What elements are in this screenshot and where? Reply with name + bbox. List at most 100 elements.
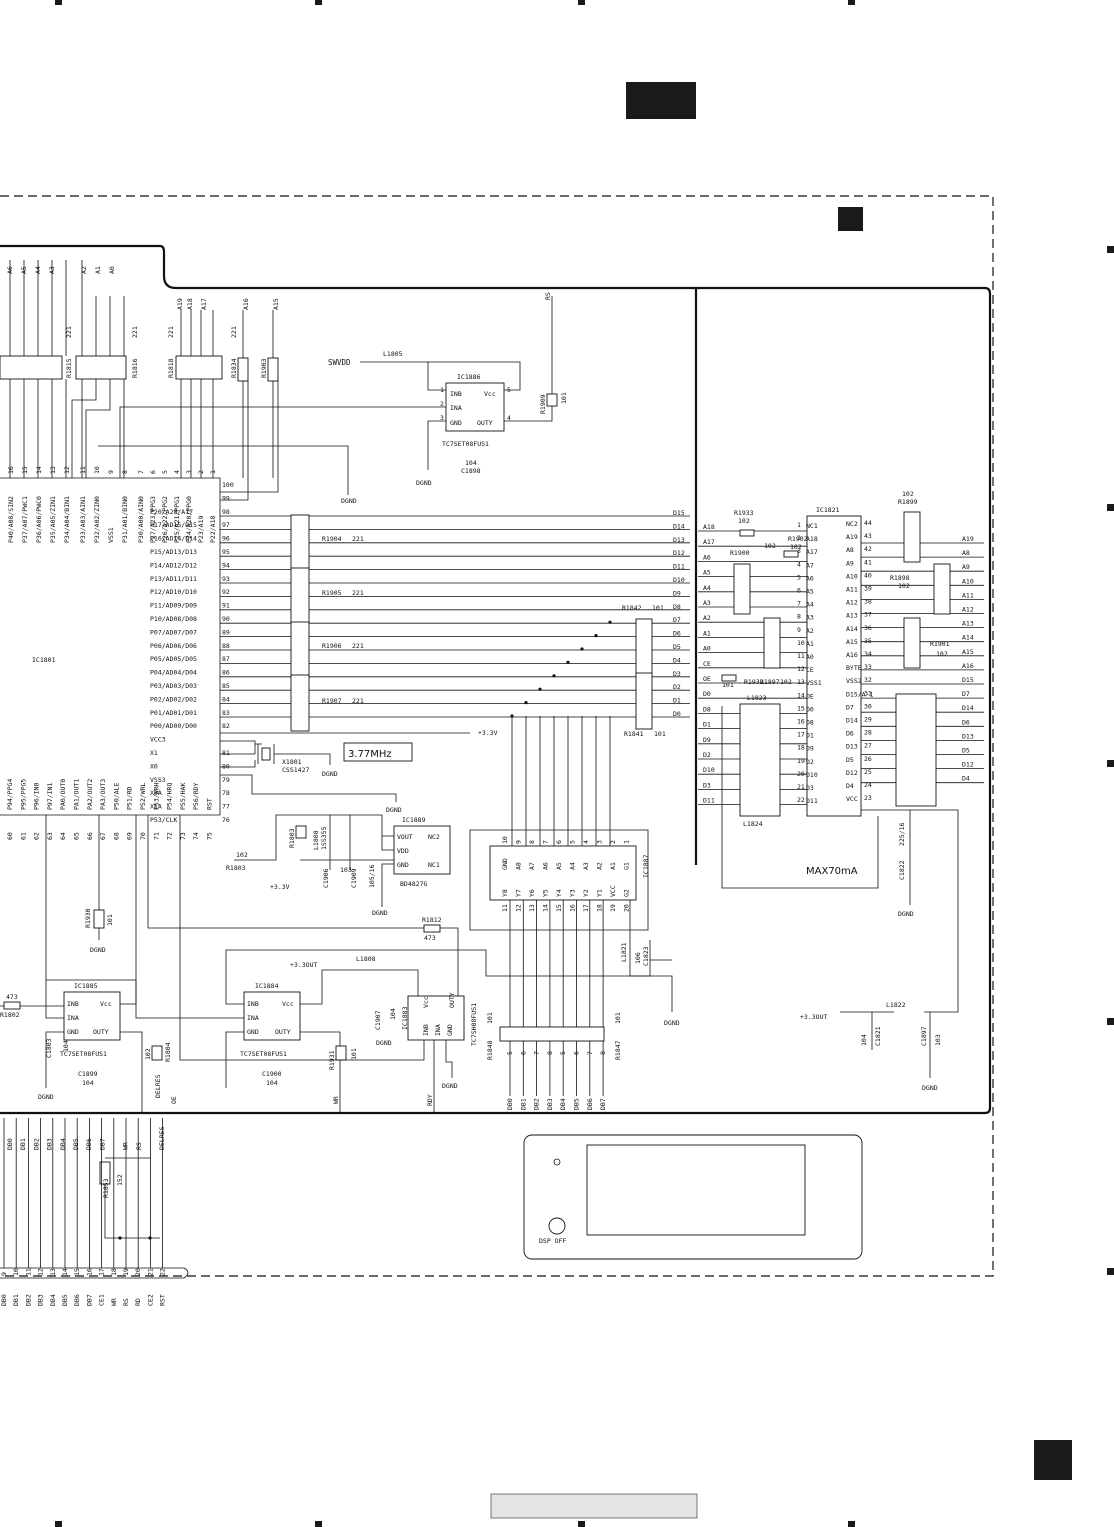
flash-pin-number: 30 [864,702,872,710]
flash-pin-number: 4 [797,560,801,568]
svg-text:L1823: L1823 [747,694,767,702]
mcu-pin-number: 99 [222,494,230,502]
mcu-pin-number: 89 [222,628,230,636]
svg-text:L1808: L1808 [356,955,376,963]
mcu-pin-number: 9 [107,470,115,474]
svg-text:225/16: 225/16 [898,822,906,846]
flash-pin-number: 16 [797,718,805,726]
flash-pin-label: A17 [806,548,818,556]
svg-text:R1818: R1818 [167,358,175,378]
flash-pin-number: 14 [797,691,805,699]
db-label: DB1 [519,1098,527,1110]
svg-text:Vcc: Vcc [282,1000,294,1008]
flash-pin-label: D6 [846,730,854,738]
svg-text:DGND: DGND [664,1019,680,1027]
buffer-pin-label: Y1 [596,889,604,897]
svg-text:OUTY: OUTY [448,992,456,1008]
mcu-pin-number: 61 [19,832,27,840]
bus-label: D6 [673,630,681,638]
mcu-pin-label: PA2/OUT2 [86,779,94,810]
bus-label: D5 [673,643,681,651]
flash-net-label: OE [703,675,711,683]
svg-text:GND: GND [397,861,409,869]
mcu-pin-number: 71 [152,832,160,840]
flash-net-label: A1 [703,629,711,637]
flash-net-label: D1 [703,721,711,729]
flash-net-label: A2 [703,614,711,622]
mcu-pin-number: 87 [222,655,230,663]
flash-net-label: D12 [962,761,974,769]
svg-text:R1900: R1900 [730,549,750,557]
db-label: DB4 [559,1098,567,1110]
svg-text:3: 3 [440,414,444,422]
gate-ic1885: IC1885 INB INA GND Vcc OUTY TC7SET08FUS1… [0,815,178,1113]
mcu-pin-number: 5 [161,470,169,474]
mcu-pin-label: P25/A21/PPG1 [173,496,181,543]
mcu-pin-label: PA3/OUT3 [99,779,107,810]
svg-text:102: 102 [898,582,910,590]
connector-pin-label: DB5 [61,1294,69,1306]
flash-pin-label: A18 [806,535,818,543]
mcu-pin-label: VSS3 [150,776,166,784]
svg-text:C1907: C1907 [374,1010,382,1030]
board-boundary [0,195,994,1277]
flash-net-label: CE [703,660,711,668]
mcu-pin-label: P14/AD12/D12 [150,561,197,569]
svg-text:R1834: R1834 [230,358,238,378]
flash-pin-number: 15 [797,704,805,712]
bus-label: D2 [673,683,681,691]
flash-net-label: A16 [962,662,974,670]
mcu-pin-label: P06/AD06/D06 [150,642,197,650]
flash-pin-number: 27 [864,742,872,750]
flash-pin-label: A3 [806,614,814,622]
flash-pin-label: D1 [806,732,814,740]
svg-text:DGND: DGND [386,806,402,814]
svg-text:102: 102 [764,542,776,550]
junction [510,714,514,718]
buffer-pin-number: 1 [623,840,631,844]
svg-text:INA: INA [450,404,462,412]
flash-pin-number: 29 [864,716,872,724]
mcu-pin-number: 13 [49,466,57,474]
mcu-pin-number: 75 [206,832,214,840]
svg-text:DGND: DGND [322,770,338,778]
buffer-pin-number: 10 [501,836,509,844]
flash-pin-number: 44 [864,519,872,527]
flash-pin-label: A5 [806,588,814,596]
flash-net-label: A9 [962,563,970,571]
svg-text:DGND: DGND [898,910,914,918]
svg-text:221: 221 [167,326,175,338]
db-label: DB0 [506,1098,514,1110]
connector-cn: 9DB010DB111DB212DB313DB414DB515DB616DB71… [0,1118,189,1306]
net-label: A18 [186,298,194,310]
bus-label: DB2 [32,1138,40,1150]
svg-text:IC1885: IC1885 [74,982,98,990]
svg-text:INB: INB [67,1000,79,1008]
junction [594,634,598,638]
bus-label: DELRES [158,1126,166,1150]
buffer-pin-label: A8 [515,862,523,870]
buffer-pin-label: Y2 [582,889,590,897]
svg-text:TC7SET08FUS1: TC7SET08FUS1 [240,1050,287,1058]
connector-pin-label: RD [134,1298,142,1306]
flash-pin-number: 10 [797,639,805,647]
mcu-pin-label: P15/AD13/D13 [150,548,197,556]
dsp-off-button[interactable] [548,1217,566,1235]
svg-text:C1909: C1909 [350,868,358,888]
mcu-pin-label: P56/RDY [192,783,200,810]
flash-pin-label: A10 [846,572,858,580]
net-label: A17 [200,298,208,310]
buffer-pin-number: 16 [569,904,577,912]
svg-text:GND: GND [450,419,462,427]
connector-pin-label: DB7 [85,1294,93,1306]
mcu-pin-label: RST [206,798,214,810]
array-pin: 6 [519,1051,527,1055]
buffer-pin-number: 6 [555,840,563,844]
svg-text:R1906: R1906 [322,642,342,650]
mcu-pin-number: 16 [7,466,15,474]
bus-label: D10 [673,576,685,584]
svg-text:C1906: C1906 [322,868,330,888]
svg-text:Vcc: Vcc [422,996,430,1008]
